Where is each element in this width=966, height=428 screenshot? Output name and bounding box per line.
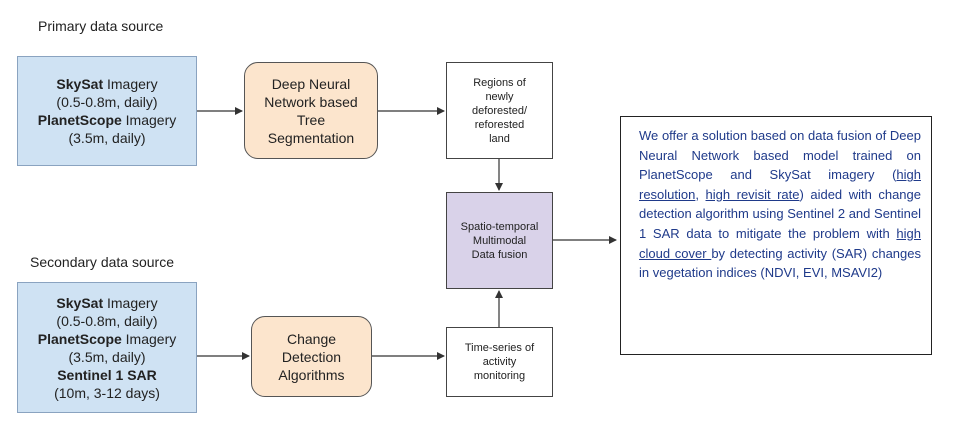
description-highlight: high revisit rate xyxy=(705,186,800,202)
secondary-line: (0.5-0.8m, daily) xyxy=(18,312,196,330)
dnn-box-line: Segmentation xyxy=(267,129,355,146)
primary-source-label: Primary data source xyxy=(38,18,164,34)
primary-line-bold: PlanetScope xyxy=(37,112,122,128)
secondary-line-text: Imagery xyxy=(103,294,158,311)
timeseries-output-box: Time-series of activity monitoring xyxy=(446,327,553,397)
fusion-box-line: Data fusion xyxy=(471,248,528,261)
change-box-line: Detection xyxy=(281,348,342,365)
fusion-box-line: Spatio-temporal xyxy=(460,220,539,233)
primary-source-box: SkySat Imagery(0.5-0.8m, daily)PlanetSco… xyxy=(17,56,197,166)
primary-line-text: (0.5-0.8m, daily) xyxy=(56,94,158,110)
description-text: , xyxy=(695,186,706,202)
secondary-line-bold: Sentinel 1 SAR xyxy=(57,366,157,383)
regions-box-line: deforested/ xyxy=(471,104,528,117)
timeseries-box-line: monitoring xyxy=(473,370,526,382)
regions-box-line: Regions of xyxy=(473,76,526,89)
description-text: ) aided with change detection algorithm … xyxy=(639,186,921,241)
secondary-source-label: Secondary data source xyxy=(30,254,174,270)
secondary-line-text: (3.5m, daily) xyxy=(68,348,146,365)
primary-line: (3.5m, daily) xyxy=(18,129,196,147)
secondary-line-bold: SkySat xyxy=(56,294,104,311)
secondary-line-bold: PlanetScope xyxy=(37,330,122,347)
primary-line: PlanetScope Imagery xyxy=(18,111,196,129)
timeseries-box-line: Time-series of xyxy=(464,342,535,354)
dnn-box-line: Tree xyxy=(296,111,326,128)
description-highlight: high cloud cover xyxy=(639,225,921,261)
primary-line-text: (3.5m, daily) xyxy=(68,130,146,146)
regions-box-line: land xyxy=(489,132,510,145)
primary-line: (0.5-0.8m, daily) xyxy=(18,93,196,111)
secondary-line: PlanetScope Imagery xyxy=(18,330,196,348)
secondary-line: SkySat Imagery xyxy=(18,294,196,312)
secondary-line-text: (0.5-0.8m, daily) xyxy=(56,312,158,329)
fusion-box-line: Multimodal xyxy=(472,234,527,247)
secondary-source-box: SkySat Imagery(0.5-0.8m, daily)PlanetSco… xyxy=(17,282,197,413)
secondary-line: (10m, 3-12 days) xyxy=(18,384,196,402)
description-highlight: high resolution xyxy=(639,167,921,202)
primary-line-bold: SkySat xyxy=(56,76,104,92)
change-box-line: Algorithms xyxy=(278,366,345,383)
secondary-line-text: Imagery xyxy=(121,330,177,347)
timeseries-box-line: activity xyxy=(482,356,517,368)
description-text: by detecting activity (SAR) changes in v… xyxy=(639,245,921,281)
secondary-line: (3.5m, daily) xyxy=(18,348,196,366)
solution-description-box: We offer a solution based on data fusion… xyxy=(620,116,932,355)
description-text: We offer a solution based on data fusion… xyxy=(639,128,921,183)
dnn-box-line: Deep Neural xyxy=(271,75,351,92)
secondary-line-text: (10m, 3-12 days) xyxy=(54,384,160,401)
regions-box-line: newly xyxy=(485,90,514,103)
secondary-line: Sentinel 1 SAR xyxy=(18,366,196,384)
primary-line: SkySat Imagery xyxy=(18,75,196,93)
regions-box-line: reforested xyxy=(474,118,525,131)
dnn-box-line: Network based xyxy=(264,93,358,110)
primary-line-text: Imagery xyxy=(103,76,158,92)
change-box-line: Change xyxy=(286,330,337,347)
primary-line-text: Imagery xyxy=(121,112,177,128)
